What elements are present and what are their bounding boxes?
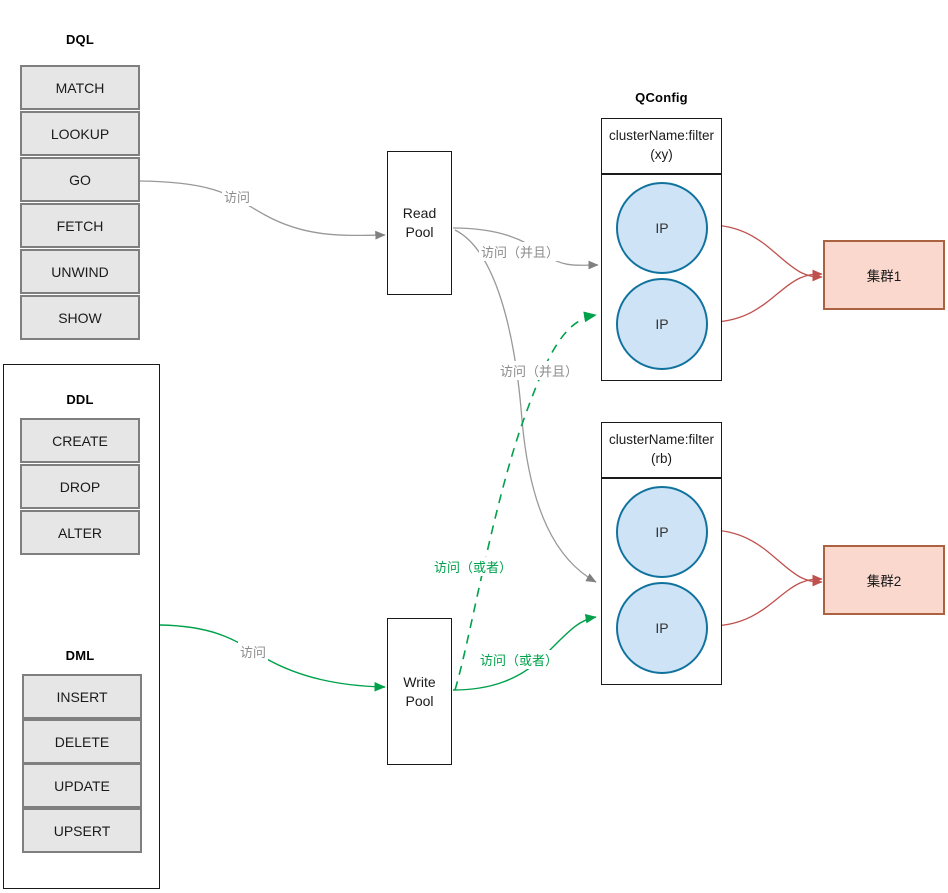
write-pool-label-line2: Pool	[405, 692, 434, 709]
edge-go-to-readpool	[139, 180, 386, 240]
cluster-box-2[interactable]: 集群2	[823, 545, 945, 615]
dml-title: DML	[65, 648, 95, 663]
edge-label-write-or-2: 访问（或者）	[478, 650, 561, 669]
cluster-box-1[interactable]: 集群1	[823, 240, 945, 310]
qconfig-block-1-header-line2: (xy)	[650, 147, 673, 162]
edge-qc2-ip2-to-cluster2	[713, 574, 823, 627]
edge-dml-to-writepool	[159, 624, 386, 692]
dml-item-insert[interactable]: INSERT	[22, 674, 142, 719]
dql-title: DQL	[65, 32, 95, 47]
edge-label-write-or-1: 访问（或者）	[432, 557, 515, 576]
dml-item-upsert[interactable]: UPSERT	[22, 808, 142, 853]
dql-item-unwind[interactable]: UNWIND	[20, 249, 140, 294]
qconfig-title: QConfig	[635, 90, 688, 105]
read-pool-box[interactable]: Read Pool	[387, 151, 452, 295]
read-pool-label-line1: Read	[402, 205, 437, 222]
edge-qc1-ip2-to-cluster1	[713, 269, 823, 323]
qconfig-block-2-header-line2: (rb)	[651, 451, 672, 466]
qconfig-block-2-node-2[interactable]: IP	[616, 582, 708, 674]
dql-item-match[interactable]: MATCH	[20, 65, 140, 110]
qconfig-block-2-header: clusterName:filter (rb)	[601, 422, 722, 478]
edge-label-read-and-2: 访问（并且）	[498, 361, 581, 380]
dql-item-fetch[interactable]: FETCH	[20, 203, 140, 248]
edge-label-write-access: 访问	[238, 642, 269, 661]
write-pool-label-line1: Write	[403, 673, 436, 690]
dql-item-go[interactable]: GO	[20, 157, 140, 202]
edge-qc1-ip1-to-cluster1	[713, 224, 823, 282]
ddl-dml-container	[3, 364, 160, 889]
ddl-item-alter[interactable]: ALTER	[20, 510, 140, 555]
dml-item-update[interactable]: UPDATE	[22, 763, 142, 808]
dql-item-lookup[interactable]: LOOKUP	[20, 111, 140, 156]
qconfig-block-1-node-1[interactable]: IP	[616, 182, 708, 274]
qconfig-block-1-header-line1: clusterName:filter	[608, 128, 715, 144]
write-pool-box[interactable]: Write Pool	[387, 618, 452, 765]
edge-label-read-and-1: 访问（并且）	[479, 242, 562, 261]
qconfig-block-2-header-line1: clusterName:filter	[608, 432, 715, 448]
dql-item-show[interactable]: SHOW	[20, 295, 140, 340]
ddl-item-drop[interactable]: DROP	[20, 464, 140, 509]
ddl-title: DDL	[66, 392, 94, 407]
qconfig-block-2-node-1[interactable]: IP	[616, 486, 708, 578]
dml-item-delete[interactable]: DELETE	[22, 719, 142, 764]
edge-readpool-to-qconfig2	[454, 229, 597, 583]
qconfig-block-1-header: clusterName:filter (xy)	[601, 118, 722, 174]
qconfig-block-1-node-2[interactable]: IP	[616, 278, 708, 370]
read-pool-label-line2: Pool	[405, 224, 434, 240]
edge-qc2-ip1-to-cluster2	[713, 529, 823, 587]
edge-label-read-access: 访问	[222, 187, 253, 206]
ddl-item-create[interactable]: CREATE	[20, 418, 140, 463]
